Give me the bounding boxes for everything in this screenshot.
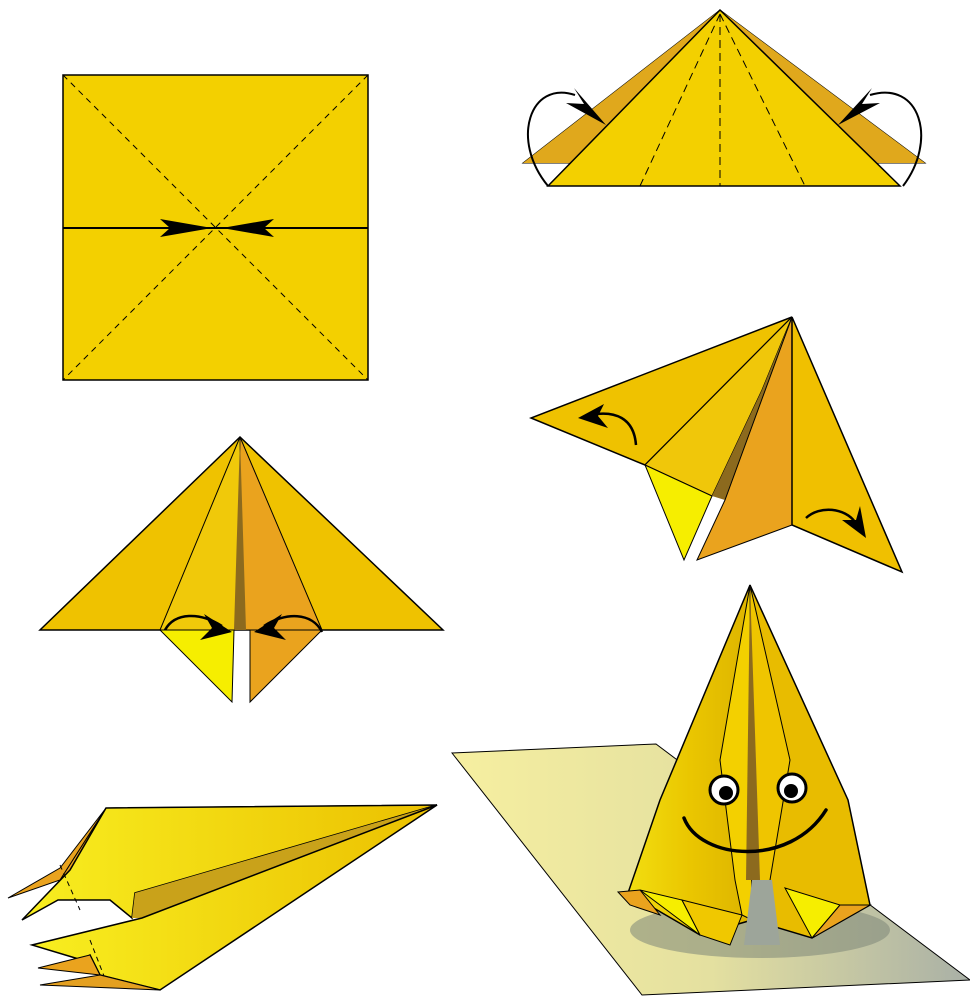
lower-right-flap [250, 630, 322, 702]
front-triangle [548, 10, 900, 186]
right-pupil [784, 784, 798, 798]
lower-left-flap [160, 630, 234, 702]
left-pupil [719, 786, 733, 800]
step-3 [40, 437, 443, 702]
right-wing [792, 317, 902, 572]
step-6 [452, 585, 970, 995]
step-5 [8, 805, 437, 990]
lower-tip-back [38, 955, 100, 975]
step-2 [523, 10, 925, 186]
step-1 [63, 75, 368, 380]
step-4 [531, 317, 902, 572]
